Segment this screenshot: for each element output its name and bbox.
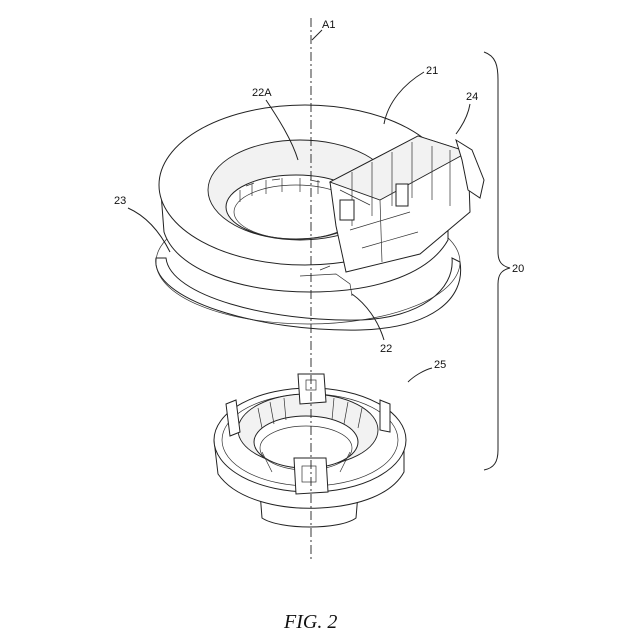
figure-caption: FIG. 2 [283,611,337,633]
base-top-tab [298,374,326,404]
leader-24 [456,104,470,134]
leader-axis [312,30,322,40]
label-part-22a: 22A [252,87,272,99]
connector-slot [340,200,354,220]
label-part-24: 24 [466,91,478,103]
brace-20 [484,52,510,470]
label-part-22: 22 [380,343,392,355]
label-axis-a1: A1 [322,19,335,31]
base-part-25 [214,374,406,527]
leader-21 [384,72,424,124]
label-part-21: 21 [426,65,438,77]
upper-ring-assembly [156,105,484,330]
base-right-tab [380,400,390,432]
label-part-23: 23 [114,195,126,207]
leader-25 [408,368,432,382]
label-part-25: 25 [434,359,446,371]
label-part-20: 20 [512,263,524,275]
connector-slot [396,184,408,206]
